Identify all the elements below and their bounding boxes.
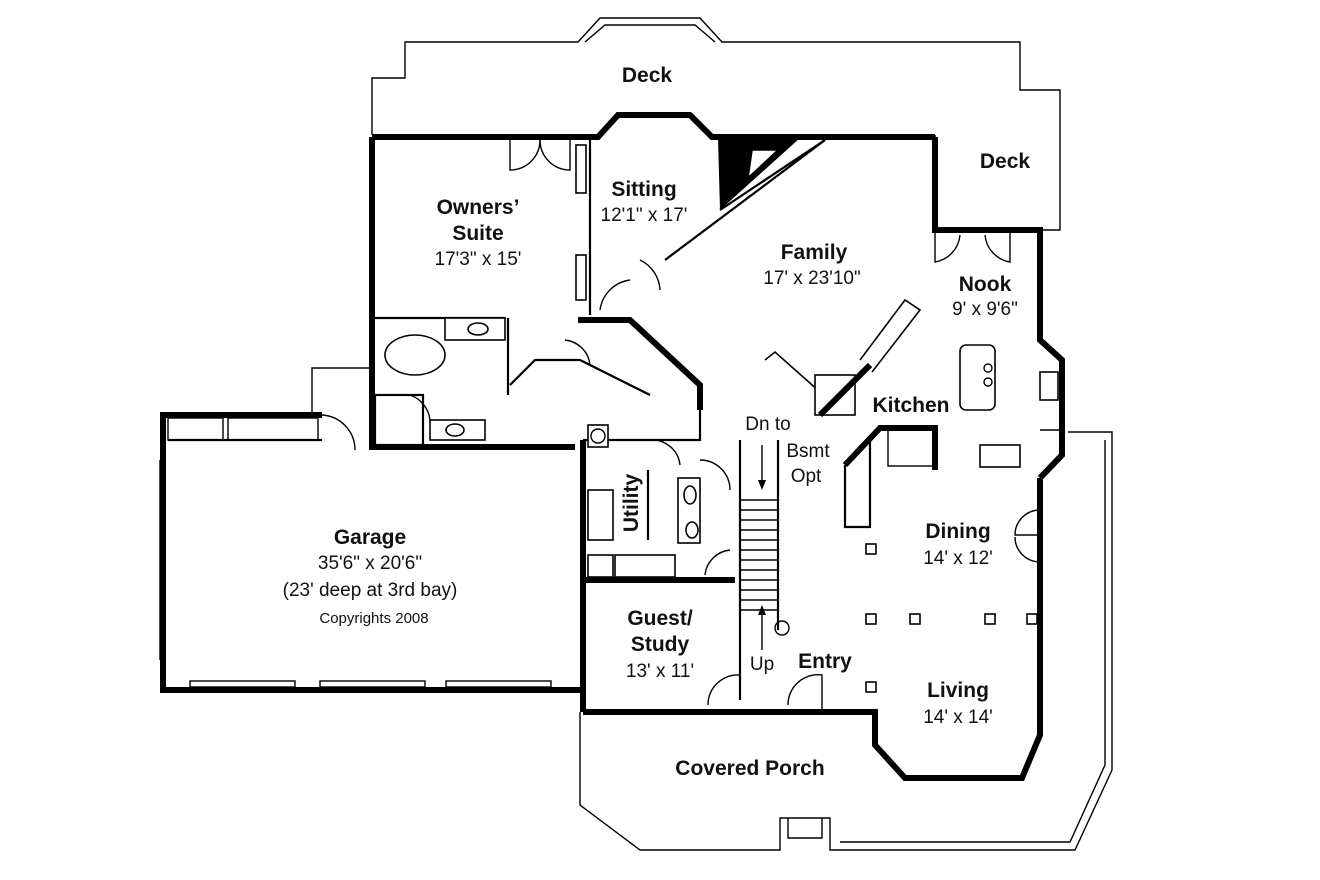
owners-suite-name-1: Owners’ bbox=[437, 196, 520, 219]
family-name: Family bbox=[781, 241, 848, 264]
kitchen-area bbox=[764, 230, 1062, 529]
wrap-porch bbox=[579, 431, 1113, 851]
dining-name: Dining bbox=[925, 520, 990, 543]
utility-interior bbox=[583, 410, 823, 712]
room-labels: Deck Deck Owners’ Suite 17'3" x 15' Sitt… bbox=[283, 64, 1031, 780]
garage-walls bbox=[159, 367, 580, 693]
garage-name: Garage bbox=[334, 526, 406, 549]
nook-name: Nook bbox=[959, 273, 1012, 296]
copyright-text: Copyrights 2008 bbox=[319, 610, 428, 627]
dining-size: 14' x 12' bbox=[923, 548, 993, 569]
kitchen-name: Kitchen bbox=[872, 394, 949, 417]
guest-study-name-2: Study bbox=[631, 633, 690, 656]
fireplace bbox=[664, 138, 826, 261]
nook-size: 9' x 9'6" bbox=[952, 299, 1018, 320]
sitting-name: Sitting bbox=[611, 178, 676, 201]
owners-suite-name-2: Suite bbox=[452, 222, 503, 245]
stairs-down-line2: Bsmt bbox=[786, 441, 830, 462]
owners-suite-size: 17'3" x 15' bbox=[435, 249, 522, 270]
owners-suite-interior bbox=[373, 137, 703, 447]
living-name: Living bbox=[927, 679, 989, 702]
sitting-size: 12'1" x 17' bbox=[601, 205, 688, 226]
covered-porch-label: Covered Porch bbox=[675, 757, 824, 780]
stairs bbox=[738, 440, 790, 700]
stairs-down-line1: Dn to bbox=[745, 414, 790, 435]
deck-right-label: Deck bbox=[980, 150, 1031, 173]
stairs-down-line3: Opt bbox=[791, 466, 822, 487]
guest-study-size: 13' x 11' bbox=[626, 661, 694, 682]
garage-note: (23' deep at 3rd bay) bbox=[283, 580, 458, 601]
deck-top-label: Deck bbox=[622, 64, 673, 87]
garage-size: 35'6" x 20'6" bbox=[318, 553, 422, 574]
utility-label: Utility bbox=[620, 474, 643, 533]
family-size: 17' x 23'10" bbox=[763, 268, 860, 289]
stairs-up-label: Up bbox=[750, 654, 774, 675]
columns bbox=[865, 543, 1038, 693]
dining-doors bbox=[1014, 509, 1041, 563]
living-size: 14' x 14' bbox=[923, 707, 993, 728]
guest-study-name-1: Guest/ bbox=[627, 607, 693, 630]
entry-label: Entry bbox=[798, 650, 852, 673]
